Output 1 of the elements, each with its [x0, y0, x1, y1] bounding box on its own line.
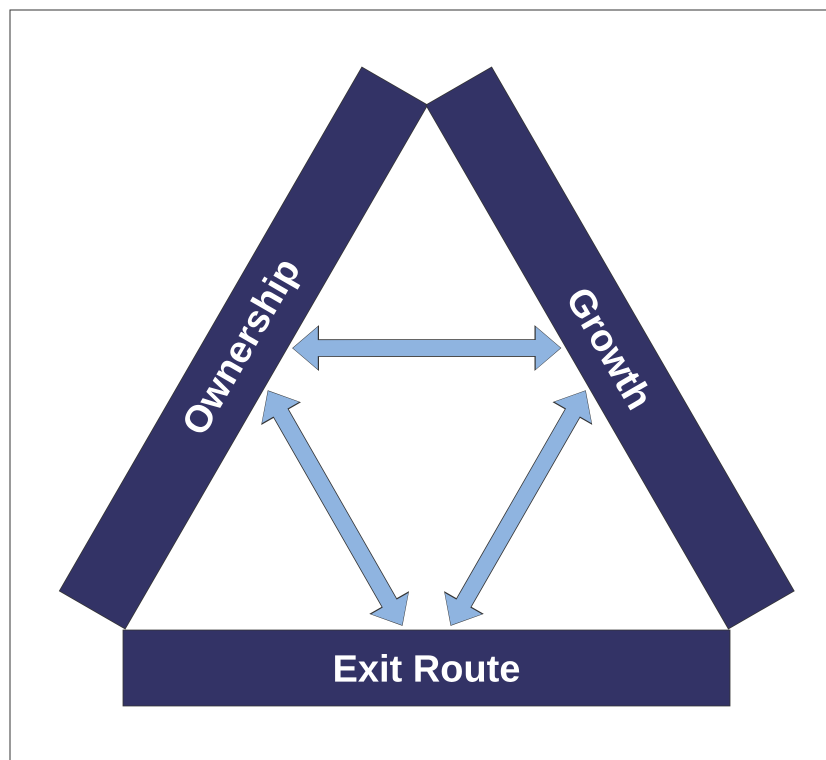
base-bar: Exit Route: [122, 630, 730, 706]
